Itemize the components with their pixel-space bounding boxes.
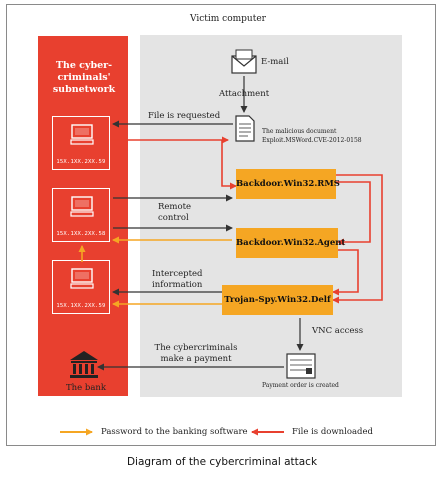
vnc-access-label: VNC access xyxy=(312,326,364,336)
email-icon xyxy=(231,49,257,74)
diagram-caption: Diagram of the cybercriminal attack xyxy=(126,456,318,468)
remote-control-label: Remote control xyxy=(158,202,192,223)
intercepted-information-label: Intercepted information xyxy=(152,269,203,290)
payment-order-label: Payment order is created xyxy=(262,382,339,389)
attacker-computer-2: 15X.1XX.2XX.58 xyxy=(52,188,110,242)
attachment-label: Attachment xyxy=(219,89,270,99)
bank-icon xyxy=(70,351,98,378)
file-requested-label: File is requested xyxy=(148,111,221,121)
document-exploit-label: Exploit.MSWord.CVE-2012-0158 xyxy=(262,137,362,144)
attacker-ip-3: 15X.1XX.2XX.59 xyxy=(56,303,106,309)
malware-box-rms: Backdoor.Win32.RMS xyxy=(236,169,340,199)
computer-icon xyxy=(70,124,94,145)
computer-icon xyxy=(70,196,94,217)
computer-icon xyxy=(70,268,94,289)
attacker-computer-1: 15X.1XX.2XX.59 xyxy=(52,116,110,170)
document-icon xyxy=(235,115,255,142)
attacker-ip-2: 15X.1XX.2XX.58 xyxy=(56,231,106,237)
legend-red-label: File is downloaded xyxy=(292,427,373,437)
attacker-ip-1: 15X.1XX.2XX.59 xyxy=(56,159,106,165)
legend-yellow-label: Password to the banking software xyxy=(101,427,248,437)
victim-computer-area xyxy=(140,35,402,397)
victim-computer-label: Victim computer xyxy=(190,14,266,24)
bank-label: The bank xyxy=(66,383,107,393)
attacker-computer-3: 15X.1XX.2XX.59 xyxy=(52,260,110,314)
malware-box-delf: Trojan-Spy.Win32.Delf xyxy=(222,285,333,315)
malware-box-agent: Backdoor.Win32.Agent xyxy=(236,228,345,258)
email-label: E-mail xyxy=(261,57,289,67)
make-payment-label: The cybercriminals make a payment xyxy=(154,343,238,364)
document-label: The malicious document xyxy=(262,128,337,135)
cybercriminal-subnetwork-title: The cyber-criminals' subnetwork xyxy=(52,60,116,95)
payment-order-icon xyxy=(286,353,316,379)
